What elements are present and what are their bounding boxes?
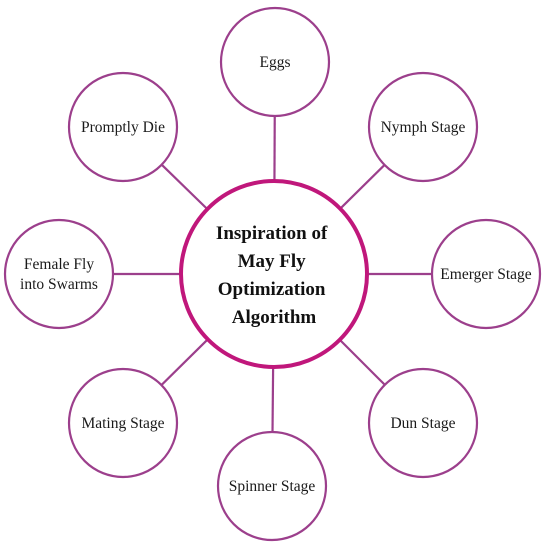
connector-promptly-die (160, 163, 209, 210)
center-node: Inspiration of May Fly Optimization Algo… (179, 179, 369, 369)
node-label: Spinner Stage (229, 478, 316, 495)
center-title-line: Optimization (218, 279, 326, 300)
connector-spinner-stage (271, 366, 275, 433)
center-title-line: Inspiration of (216, 223, 328, 244)
node-label-line: Emerger Stage (440, 266, 532, 283)
node-circle (367, 367, 479, 479)
node-promptly-die: Promptly Die (67, 71, 179, 183)
node-circle (67, 71, 179, 183)
connector-mating-stage (160, 338, 209, 386)
connector-dun-stage (338, 338, 386, 386)
node-label: Nymph Stage (381, 119, 466, 136)
node-circle (367, 71, 479, 183)
node-label-line: into Swarms (20, 276, 98, 293)
node-dun-stage: Dun Stage (367, 367, 479, 479)
node-nymph-stage: Nymph Stage (367, 71, 479, 183)
node-label-line: Dun Stage (390, 415, 455, 432)
node-label-line: Spinner Stage (229, 478, 316, 495)
node-mating-stage: Mating Stage (67, 367, 179, 479)
node-circle (3, 218, 115, 330)
node-circle (216, 430, 328, 542)
node-female-fly-into-swarms: Female Fly into Swarms (3, 218, 115, 330)
center-title-line: May Fly (238, 251, 307, 272)
node-label-line: Female Fly (24, 256, 94, 273)
center-title-line: Algorithm (232, 307, 317, 328)
node-eggs: Eggs (219, 6, 331, 118)
node-label: Female Fly into Swarms (20, 256, 98, 293)
node-label: Promptly Die (81, 119, 165, 136)
node-label: Dun Stage (390, 415, 455, 432)
node-circle (67, 367, 179, 479)
node-circle (430, 218, 542, 330)
node-spinner-stage: Spinner Stage (216, 430, 328, 542)
node-emerger-stage: Emerger Stage (430, 218, 542, 330)
center-title: Inspiration of May Fly Optimization Algo… (216, 223, 332, 328)
node-label: Emerger Stage (440, 266, 532, 283)
node-label-line: Nymph Stage (381, 119, 466, 136)
node-label-line: Eggs (260, 54, 291, 71)
node-label-line: Promptly Die (81, 119, 165, 136)
node-label: Mating Stage (81, 415, 164, 432)
connector-nymph-stage (339, 164, 386, 210)
node-label-line: Mating Stage (81, 415, 164, 432)
node-circle (219, 6, 331, 118)
connectors (113, 115, 432, 433)
node-label: Eggs (260, 54, 291, 71)
center-circle (179, 179, 369, 369)
